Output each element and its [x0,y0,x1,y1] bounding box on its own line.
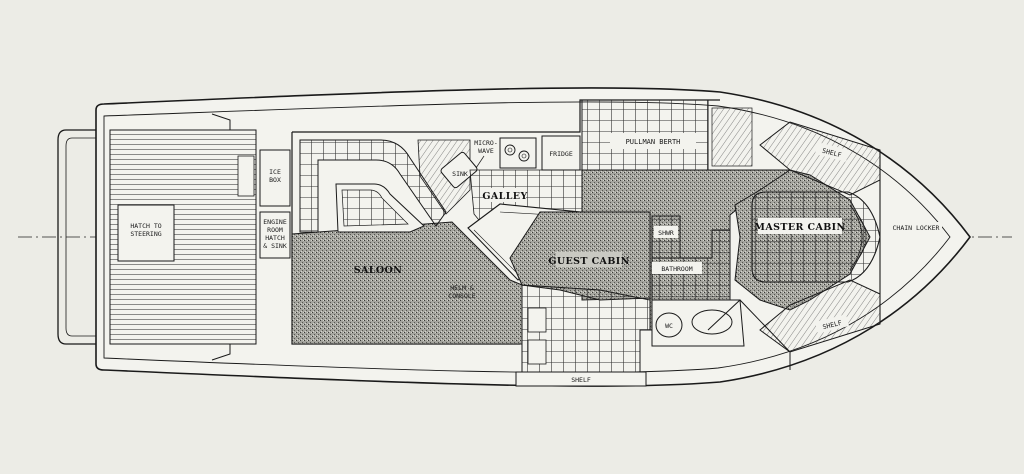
engine-room-label: ENGINE [263,218,287,226]
ice-box [259,149,291,207]
helm-console-label-2: CONSOLE [448,292,475,300]
guest-berth [521,284,651,383]
bathroom-basin [691,309,733,335]
engine-room-label-2: ROOM [267,226,283,234]
engine-room-hatch [259,211,291,259]
master-cabin-label: MASTER CABIN [754,222,845,233]
wc-label: WC [665,322,673,330]
engine-room-label-3: HATCH [265,234,285,242]
engine-room-label-4: & SINK [263,242,287,250]
fridge-label: FRIDGE [549,150,573,158]
sink-label: SINK [452,170,468,178]
wc-bowl [655,312,683,338]
hatch-to-steering-label-2: STEERING [130,230,161,238]
steering-hatch [117,204,175,262]
galley-label: GALLEY [482,191,527,202]
saloon-settee [299,139,447,233]
saloon-label: SALOON [354,265,403,276]
hull-inner-line [103,101,951,373]
ice-box-label: ICE [269,168,281,176]
guest-shelf [515,371,647,387]
micro-wave-label-2: WAVE [478,147,494,155]
bathroom-label: BATHROOM [661,265,692,273]
galley-stove [499,137,537,169]
master-berth [751,191,881,283]
helm-console-label: HELM & [450,284,474,292]
guest-cabin-label: GUEST CABIN [548,256,629,267]
micro-wave-label: MICRO- [474,139,497,147]
ice-box-label-2: BOX [269,176,281,184]
shower-label: SHWR [658,229,674,237]
pullman-berth-label: PULLMAN BERTH [626,138,681,146]
chain-locker-label: CHAIN LOCKER [893,224,940,232]
guest-shelf-label: SHELF [571,376,591,384]
galley-sink [440,151,478,189]
swim-platform [57,129,96,345]
hatch-to-steering-label: HATCH TO [130,222,161,230]
